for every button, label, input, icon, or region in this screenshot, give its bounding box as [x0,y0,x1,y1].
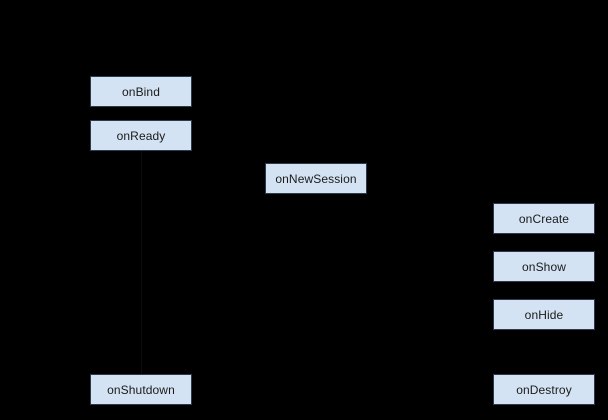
node-label-on-bind: onBind [122,84,160,99]
node-label-on-new-session: onNewSession [275,171,357,186]
node-label-on-create: onCreate [518,211,570,226]
node-on-hide[interactable]: onHide [493,299,595,330]
node-label-on-show: onShow [522,259,566,274]
node-label-on-hide: onHide [524,307,564,322]
node-on-destroy[interactable]: onDestroy [493,374,595,405]
node-label-on-destroy: onDestroy [516,382,572,397]
node-on-create[interactable]: onCreate [493,203,595,234]
edge-ready-to-shutdown [141,151,142,374]
node-on-new-session[interactable]: onNewSession [265,163,367,194]
node-label-on-ready: onReady [116,128,166,143]
node-label-on-shutdown: onShutdown [107,382,175,397]
node-on-ready[interactable]: onReady [90,120,192,151]
node-on-bind[interactable]: onBind [90,76,192,107]
node-on-show[interactable]: onShow [493,251,595,282]
node-on-shutdown[interactable]: onShutdown [90,374,192,405]
